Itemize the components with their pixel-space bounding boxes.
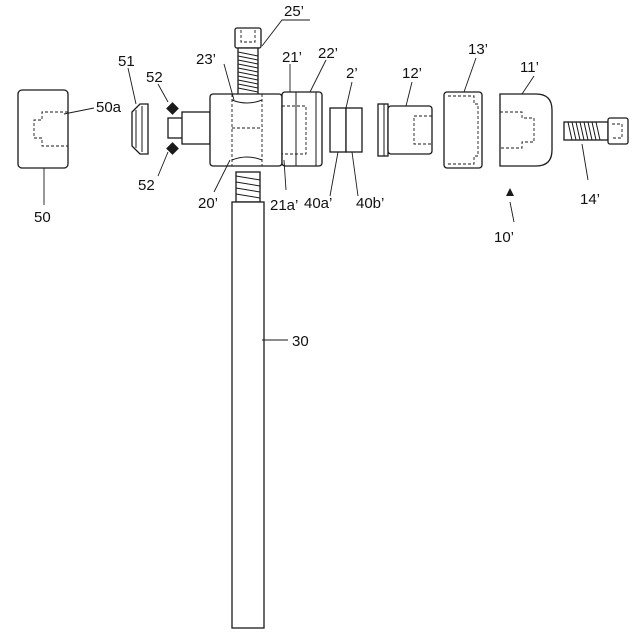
label-11: 11’: [520, 59, 539, 76]
label-21: 21’: [282, 49, 302, 66]
part-52-marker-top: [166, 102, 179, 115]
part-14-bolt: [564, 118, 628, 144]
label-52-bottom: 52: [138, 177, 155, 194]
part-51-bushing: [132, 104, 148, 154]
part-30-shaft: [232, 172, 264, 628]
label-10: 10’: [494, 229, 514, 246]
label-30: 30: [292, 333, 309, 350]
label-25: 25’: [284, 3, 304, 20]
label-50: 50: [34, 209, 51, 226]
part-2-spacer: [330, 108, 362, 152]
label-22: 22’: [318, 45, 338, 62]
part-20-central-body: [168, 92, 322, 166]
label-51: 51: [118, 53, 135, 70]
label-21a: 21a’: [270, 197, 298, 214]
part-12-collar: [378, 104, 432, 156]
part-13-plate: [444, 92, 482, 168]
part-25-bolt: [235, 28, 261, 96]
label-2: 2’: [346, 65, 358, 82]
label-50a: 50a: [96, 99, 122, 116]
label-23: 23’: [196, 51, 216, 68]
part-11-cap: [500, 94, 552, 166]
label-52-top: 52: [146, 69, 163, 86]
label-20: 20’: [198, 195, 218, 212]
label-13: 13’: [468, 41, 488, 58]
label-14: 14’: [580, 191, 600, 208]
label-40b: 40b’: [356, 195, 384, 212]
label-12: 12’: [402, 65, 422, 82]
label-40a: 40a’: [304, 195, 332, 212]
part-50-block: [18, 90, 68, 168]
